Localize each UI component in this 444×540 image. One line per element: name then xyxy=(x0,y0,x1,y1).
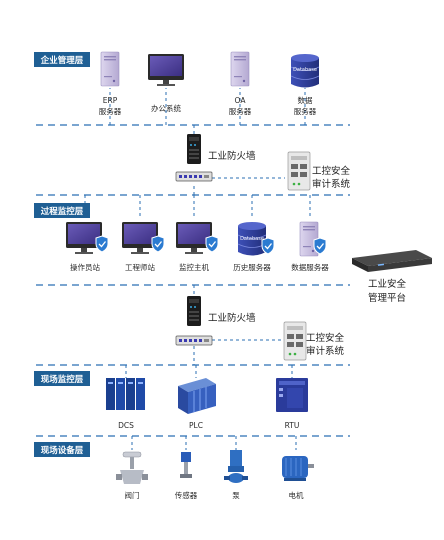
svg-text:RTU: RTU xyxy=(285,421,300,430)
pump-device: 泵 xyxy=(224,450,248,500)
svg-text:管理平台: 管理平台 xyxy=(368,292,406,304)
svg-text:服务器: 服务器 xyxy=(294,106,317,116)
dcs-controller: DCS xyxy=(106,378,145,430)
switch-icon xyxy=(175,335,213,346)
switch-icon xyxy=(175,171,213,182)
svg-text:Database: Database xyxy=(293,67,317,73)
motor-icon xyxy=(282,456,314,481)
shield-icon xyxy=(261,237,275,255)
svg-text:工程师站: 工程师站 xyxy=(125,262,155,272)
data-server: Database 数据 服务器 xyxy=(290,53,320,116)
layer-tag-field-device: 现场设备层 xyxy=(34,442,90,457)
svg-text:操作员站: 操作员站 xyxy=(70,262,100,272)
svg-text:DCS: DCS xyxy=(118,421,134,430)
svg-text:电机: 电机 xyxy=(289,490,304,500)
firewall-icon xyxy=(187,134,201,164)
svg-text:OA: OA xyxy=(235,96,247,105)
svg-text:Database: Database xyxy=(240,236,264,242)
dcs-icon xyxy=(106,378,145,410)
svg-text:阀门: 阀门 xyxy=(125,491,140,500)
office-system: 办公系统 xyxy=(148,54,184,113)
security-platform: 工业安全 管理平台 xyxy=(352,250,432,304)
valve-icon xyxy=(116,451,148,484)
svg-text:审计系统: 审计系统 xyxy=(306,345,345,357)
audit-device-icon xyxy=(283,321,307,361)
svg-text:现场监控层: 现场监控层 xyxy=(41,374,84,385)
sensor-icon xyxy=(180,452,192,478)
rtu-controller: RTU xyxy=(276,378,308,430)
server-icon xyxy=(230,51,250,87)
server-icon xyxy=(100,51,120,87)
layer-tag-enterprise: 企业管理层 xyxy=(34,52,90,67)
firewall-top: 工业防火墙 xyxy=(175,134,256,182)
operator-station: 操作员站 xyxy=(66,222,109,272)
svg-text:过程监控层: 过程监控层 xyxy=(41,206,84,217)
monitor-icon xyxy=(148,54,184,86)
monitor-host: 监控主机 xyxy=(176,222,219,272)
audit-top: 工控安全 审计系统 xyxy=(287,151,351,191)
svg-text:泵: 泵 xyxy=(232,491,240,500)
layer-tag-process: 过程监控层 xyxy=(34,203,90,218)
rtu-icon xyxy=(276,378,308,412)
shield-icon xyxy=(313,237,327,255)
engineer-station: 工程师站 xyxy=(122,222,165,272)
svg-text:工控安全: 工控安全 xyxy=(306,332,345,344)
plc-controller: PLC xyxy=(178,378,216,430)
svg-text:办公系统: 办公系统 xyxy=(151,103,181,113)
svg-text:工业安全: 工业安全 xyxy=(368,278,407,290)
firewall-mid: 工业防火墙 xyxy=(175,296,256,346)
layer-separators xyxy=(36,124,350,437)
shield-icon xyxy=(95,235,109,253)
svg-text:服务器: 服务器 xyxy=(229,106,252,116)
motor-device: 电机 xyxy=(282,456,314,500)
svg-text:ERP: ERP xyxy=(103,96,118,105)
svg-text:监控主机: 监控主机 xyxy=(179,262,209,272)
sensor-device: 传感器 xyxy=(175,452,198,500)
pump-icon xyxy=(224,450,248,483)
shield-icon xyxy=(205,235,219,253)
erp-server: ERP 服务器 xyxy=(99,51,122,116)
svg-text:现场设备层: 现场设备层 xyxy=(41,445,84,456)
svg-text:数据服务器: 数据服务器 xyxy=(291,262,329,272)
shield-icon xyxy=(151,235,165,253)
svg-text:历史服务器: 历史服务器 xyxy=(233,262,271,272)
svg-text:企业管理层: 企业管理层 xyxy=(40,55,84,66)
valve-device: 阀门 xyxy=(116,451,148,500)
svg-text:PLC: PLC xyxy=(189,421,203,430)
svg-text:工业防火墙: 工业防火墙 xyxy=(208,312,256,324)
plc-icon xyxy=(178,378,216,414)
firewall-icon xyxy=(187,296,201,326)
oa-server: OA 服务器 xyxy=(229,51,252,116)
svg-text:数据: 数据 xyxy=(298,95,313,105)
audit-device-icon xyxy=(287,151,311,191)
audit-mid: 工控安全 审计系统 xyxy=(283,321,345,361)
layer-tag-field-monitor: 现场监控层 xyxy=(34,371,90,386)
svg-text:传感器: 传感器 xyxy=(175,490,198,500)
svg-text:审计系统: 审计系统 xyxy=(312,178,351,190)
data-server-process: 数据服务器 xyxy=(291,221,329,272)
history-server: Database 历史服务器 xyxy=(233,221,275,272)
svg-text:工控安全: 工控安全 xyxy=(312,165,351,177)
svg-text:工业防火墙: 工业防火墙 xyxy=(208,150,256,162)
svg-text:服务器: 服务器 xyxy=(99,106,122,116)
